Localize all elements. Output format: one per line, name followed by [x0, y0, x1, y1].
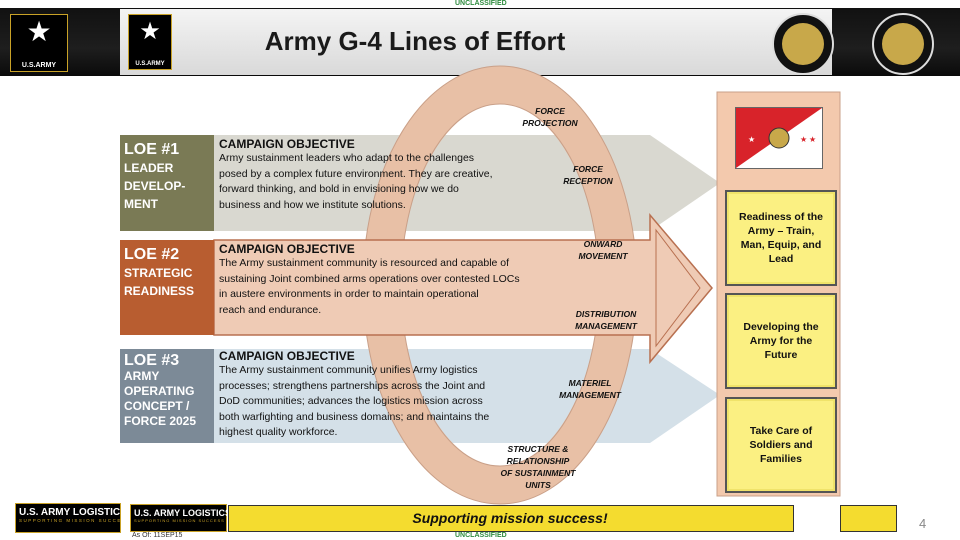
army-star-icon: ★ — [26, 16, 52, 47]
objective-heading: CAMPAIGN OBJECTIVE — [219, 242, 355, 256]
loe2-arrow-inner — [655, 228, 701, 348]
logistics-logo-subtext: SUPPORTING MISSION SUCCESS — [19, 518, 120, 523]
flag-star-icon: ★ — [748, 135, 755, 144]
loe-name: ARMY — [124, 369, 160, 383]
loe-name: CONCEPT / — [124, 399, 190, 413]
army-logo-center: ★ U.S.ARMY — [128, 14, 172, 70]
objective-line: both warfighting and business domains; a… — [219, 410, 490, 423]
logistics-logo-left: U.S. ARMY LOGISTICS SUPPORTING MISSION S… — [15, 503, 121, 533]
logistics-logo-subtext: SUPPORTING MISSION SUCCESS — [134, 518, 225, 523]
loe-name: FORCE 2025 — [124, 414, 197, 428]
logistics-logo-text: U.S. ARMY LOGISTICS — [134, 508, 232, 518]
goal-developing-army: Developing the Army for the Future — [725, 293, 837, 389]
ring-label-onward-movement: ONWARD MOVEMENT — [578, 239, 628, 261]
loe-name: READINESS — [124, 284, 195, 298]
flag-star-icon: ★ — [809, 135, 816, 144]
goal-readiness: Readiness of the Army – Train, Man, Equi… — [725, 190, 837, 286]
title-banner — [120, 9, 832, 75]
loe3-objective: CAMPAIGN OBJECTIVE The Army sustainment … — [219, 349, 559, 441]
g4-seal-icon — [872, 13, 934, 75]
ring-label-sustainment-units: STRUCTURE & RELATIONSHIP OF SUSTAINMENT … — [500, 444, 576, 490]
objective-line: DoD communities; advances the logistics … — [219, 395, 483, 407]
loe-number: LOE #3 — [124, 352, 180, 369]
objective-line: Army sustainment leaders who adapt to th… — [219, 152, 475, 164]
logistics-logo-center: U.S. ARMY LOGISTICS SUPPORTING MISSION S… — [130, 504, 232, 532]
loe-name: STRATEGIC — [124, 266, 193, 280]
objective-line: highest quality workforce. — [219, 426, 338, 438]
tagline: Supporting mission success! — [412, 510, 608, 526]
ring-label-distribution-management: DISTRIBUTION MANAGEMENT — [575, 309, 637, 331]
loe2-tag: LOE #2 STRATEGIC READINESS — [120, 240, 214, 335]
as-of-date: As Of: 11SEP15 — [132, 532, 183, 539]
objective-line: The Army sustainment community is resour… — [219, 257, 510, 269]
logistics-logo-text: U.S. ARMY LOGISTICS — [19, 507, 120, 518]
loe2-objective: CAMPAIGN OBJECTIVE The Army sustainment … — [219, 242, 564, 318]
loe-name: OPERATING — [124, 384, 195, 398]
ring-label-force-reception: FORCE RECEPTION — [563, 164, 613, 186]
ring-label-force-projection: FORCE PROJECTION — [522, 106, 578, 128]
loe-name: LEADER — [124, 161, 174, 175]
army-star-icon: ★ — [139, 18, 161, 45]
objective-line: business and how we institute solutions. — [219, 198, 406, 211]
loe-number: LOE #1 — [124, 141, 180, 158]
objective-line: posed by a complex future environment. T… — [219, 167, 493, 180]
army-logo-label: U.S.ARMY — [21, 62, 57, 69]
flag-star-icon: ★ — [800, 135, 807, 144]
army-g4-flag: ★ ★ ★ — [735, 107, 823, 169]
army-logo-label: U.S.ARMY — [135, 61, 165, 67]
classification-top: UNCLASSIFIED — [455, 0, 507, 7]
objective-line: sustaining Joint combined arms operation… — [219, 272, 520, 285]
page-number: 4 — [919, 516, 927, 531]
objective-heading: CAMPAIGN OBJECTIVE — [219, 137, 355, 151]
loe1-objective: CAMPAIGN OBJECTIVE Army sustainment lead… — [219, 137, 559, 213]
loe2-band — [213, 212, 713, 365]
tagline-bar — [228, 505, 794, 532]
army-logo-left: ★ U.S.ARMY — [10, 14, 68, 72]
objective-line: processes; strengthens partnerships acro… — [219, 379, 486, 392]
ring-label-materiel-management: MATERIEL MANAGEMENT — [559, 378, 621, 400]
footer-bar-right — [840, 505, 897, 532]
loe1-tag: LOE #1 LEADER DEVELOP- MENT — [120, 135, 214, 231]
objective-line: forward thinking, and bold in envisionin… — [219, 183, 459, 195]
flag-emblem — [768, 127, 790, 149]
classification-bottom: UNCLASSIFIED — [455, 532, 507, 539]
g4-seal-icon — [772, 13, 834, 75]
objective-heading: CAMPAIGN OBJECTIVE — [219, 349, 355, 363]
loe-name: DEVELOP- — [124, 179, 186, 193]
objective-line: reach and endurance. — [219, 303, 322, 316]
loe-name: MENT — [124, 197, 158, 211]
loe-number: LOE #2 — [124, 246, 180, 263]
objective-line: The Army sustainment community unifies A… — [219, 364, 478, 376]
loe3-tag: LOE #3 ARMY OPERATING CONCEPT / FORCE 20… — [120, 349, 214, 443]
objective-line: in austere environments in order to main… — [219, 288, 479, 300]
goal-soldiers-families: Take Care of Soldiers and Families — [725, 397, 837, 493]
page-title: Army G-4 Lines of Effort — [264, 26, 566, 56]
